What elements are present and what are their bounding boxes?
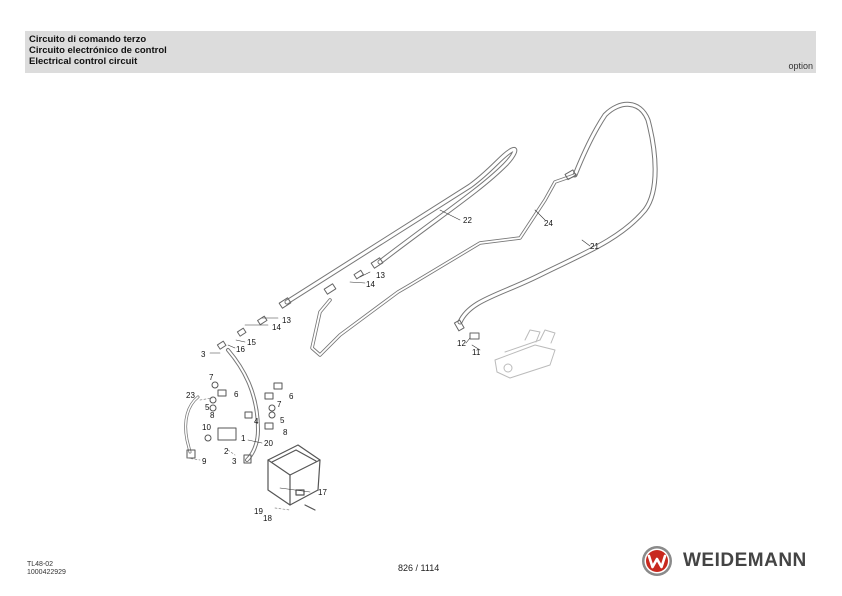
callout-11: 11	[472, 348, 481, 357]
doc-code-line-1: TL48-02	[27, 561, 54, 568]
callout-20: 20	[264, 439, 273, 448]
callout-13-upper: 13	[376, 271, 385, 280]
callout-13-lower: 13	[282, 316, 291, 325]
title-italian: Circuito di comando terzo	[29, 34, 147, 45]
callout-8-right: 8	[283, 428, 288, 437]
valve-block	[494, 329, 556, 379]
callout-9: 9	[202, 457, 207, 466]
brand-wordmark: WEIDEMANN	[683, 550, 807, 571]
title-spanish: Circuito electrónico de control	[29, 45, 167, 56]
callout-12: 12	[457, 339, 466, 348]
callout-3-upper: 3	[201, 350, 206, 359]
document-code: TL48-02 1000422929	[27, 561, 66, 577]
callout-5-left: 5	[205, 403, 210, 412]
callout-23: 23	[186, 391, 195, 400]
callout-5-right: 5	[280, 416, 285, 425]
callout-3-lower: 3	[232, 457, 237, 466]
callout-2: 2	[224, 447, 229, 456]
callout-18: 18	[263, 514, 272, 523]
page-number: 826 / 1114	[398, 563, 440, 573]
callout-4: 4	[254, 417, 259, 426]
weidemann-logo-icon	[642, 546, 672, 576]
callout-6-right: 6	[289, 392, 294, 401]
callout-22: 22	[463, 216, 472, 225]
title-english: Electrical control circuit	[29, 56, 138, 67]
callout-1: 1	[241, 434, 246, 443]
control-box-17	[267, 444, 321, 511]
callout-8-left: 8	[210, 411, 215, 420]
callout-10: 10	[202, 423, 211, 432]
callout-14-lower: 14	[272, 323, 281, 332]
callout-15: 15	[247, 338, 256, 347]
callout-19: 19	[254, 507, 263, 516]
callout-24: 24	[544, 219, 553, 228]
callout-6-left: 6	[234, 390, 239, 399]
header-bar: Circuito di comando terzo Circuito elect…	[25, 31, 816, 73]
callout-16: 16	[236, 345, 245, 354]
callout-7-left: 7	[209, 373, 214, 382]
callout-7-right: 7	[277, 400, 282, 409]
callout-17: 17	[318, 488, 327, 497]
callout-14-upper: 14	[366, 280, 375, 289]
hose-20-path	[226, 348, 260, 462]
doc-code-line-2: 1000422929	[27, 569, 66, 576]
hose-21-path	[457, 101, 658, 325]
callout-21: 21	[590, 242, 599, 251]
option-label: option	[788, 61, 813, 71]
